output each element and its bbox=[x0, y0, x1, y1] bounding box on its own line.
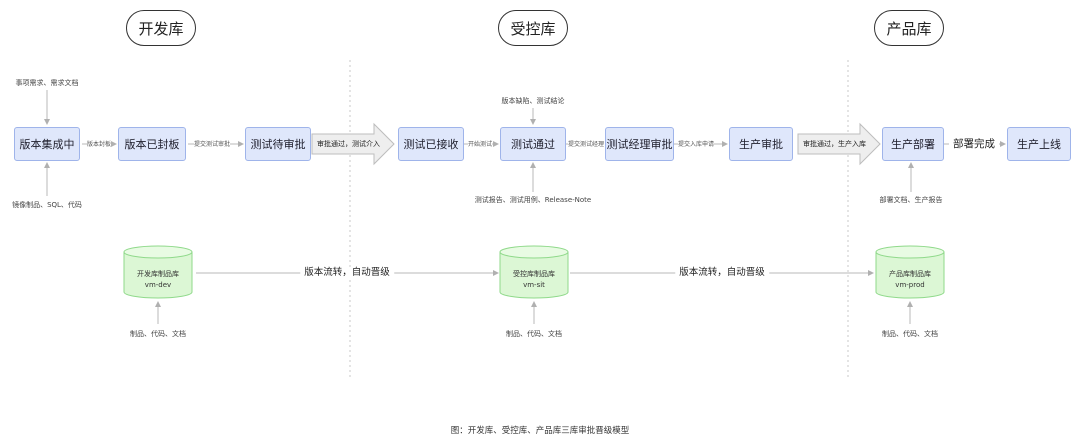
node-sealed: 版本已封板 bbox=[118, 127, 186, 161]
edge-label-submit-test-approval: 提交测试审批 bbox=[194, 141, 231, 149]
edge-label-seal: 版本封板 bbox=[87, 141, 112, 149]
repo-sit-cylinder bbox=[499, 245, 569, 299]
node-test-manager-approval: 测试经理审批 bbox=[605, 127, 674, 161]
edge-label-deploy-done: 部署完成 bbox=[949, 138, 999, 150]
edge-label-submit-test-manager: 提交测试经理 bbox=[568, 141, 605, 149]
repo-dev-cylinder bbox=[123, 245, 193, 299]
edge-label-submit-warehouse: 提交入库申请 bbox=[678, 141, 715, 149]
repo-sit-vm: vm-sit bbox=[523, 281, 545, 289]
edge-label-start-test: 开始测试 bbox=[468, 141, 493, 149]
edge-label-approved-warehouse: 审批通过，生产入库 bbox=[803, 140, 866, 148]
node-pending-test-approval: 测试待审批 bbox=[245, 127, 311, 161]
lane-header-dev: 开发库 bbox=[126, 10, 196, 46]
node-prod-online: 生产上线 bbox=[1007, 127, 1071, 161]
node-test-passed: 测试通过 bbox=[500, 127, 566, 161]
repo-prod-name: 产品库制品库 bbox=[889, 270, 931, 278]
big-arrow-approved-test bbox=[311, 122, 395, 166]
node-test-received: 测试已接收 bbox=[398, 127, 464, 161]
input-image-artifacts: 镜像制品、SQL、代码 bbox=[12, 201, 82, 209]
repo-sit-name: 受控库制品库 bbox=[513, 270, 555, 278]
repo-prod-input: 制品、代码、文档 bbox=[882, 330, 938, 338]
repo-dev-input: 制品、代码、文档 bbox=[130, 330, 186, 338]
edge-label-approved-test: 审批通过，测试介入 bbox=[317, 140, 380, 148]
lane-header-qa: 受控库 bbox=[498, 10, 568, 46]
node-integrating: 版本集成中 bbox=[14, 127, 80, 161]
repo-flow-label-sit-prod: 版本流转，自动晋级 bbox=[675, 267, 769, 279]
repo-sit-input: 制品、代码、文档 bbox=[506, 330, 562, 338]
repo-dev-name: 开发库制品库 bbox=[137, 270, 179, 278]
lane-header-prod: 产品库 bbox=[874, 10, 944, 46]
repo-flow-label-dev-sit: 版本流转，自动晋级 bbox=[300, 267, 394, 279]
node-prod-approval: 生产审批 bbox=[729, 127, 793, 161]
repo-prod-vm: vm-prod bbox=[895, 281, 925, 289]
repo-prod-cylinder bbox=[875, 245, 945, 299]
repo-dev-vm: vm-dev bbox=[144, 281, 172, 289]
input-test-reports: 测试报告、测试用例、Release-Note bbox=[474, 196, 592, 204]
figure-caption: 图：开发库、受控库、产品库三库审批晋级模型 bbox=[450, 426, 630, 436]
input-deploy-docs: 部署文档、生产报告 bbox=[879, 196, 943, 204]
input-requirements: 事项需求、需求文档 bbox=[15, 79, 79, 87]
node-prod-deploy: 生产部署 bbox=[882, 127, 944, 161]
big-arrow-approved-warehouse bbox=[797, 122, 881, 166]
input-defects: 版本缺陷、测试结论 bbox=[501, 97, 565, 105]
